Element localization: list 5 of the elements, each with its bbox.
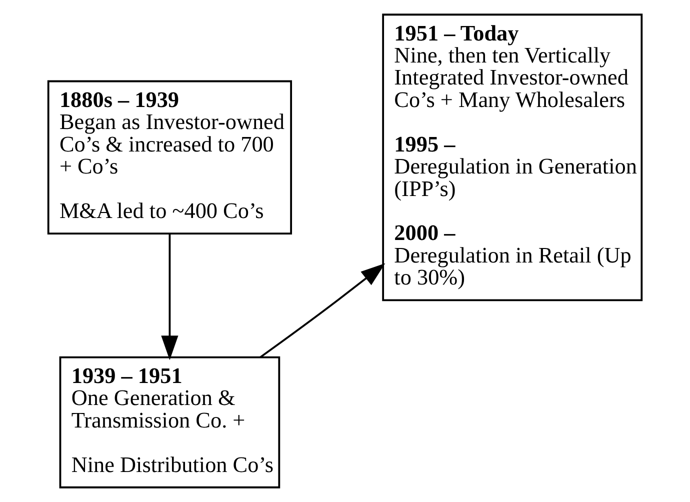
node-box: 1880s – 1939 Began as Investor-owned Co’s & increased to 700 + Co’s M&A led to ~400 Co’s [47,80,292,234]
arrow [161,234,178,360]
node-box: 1951 – Today Nine, then ten Vertically Integrated Investor-owned Co’s + Many Wholesalers 1995 – Deregulation in Generation (IPP’s) 2000 – Deregulation in Retail (Up to 30%) [382,14,643,302]
node-box: 1939 – 1951 One Generation & Transmission Co. + Nine Distribution Co’s [59,356,280,488]
arrow [260,263,386,358]
